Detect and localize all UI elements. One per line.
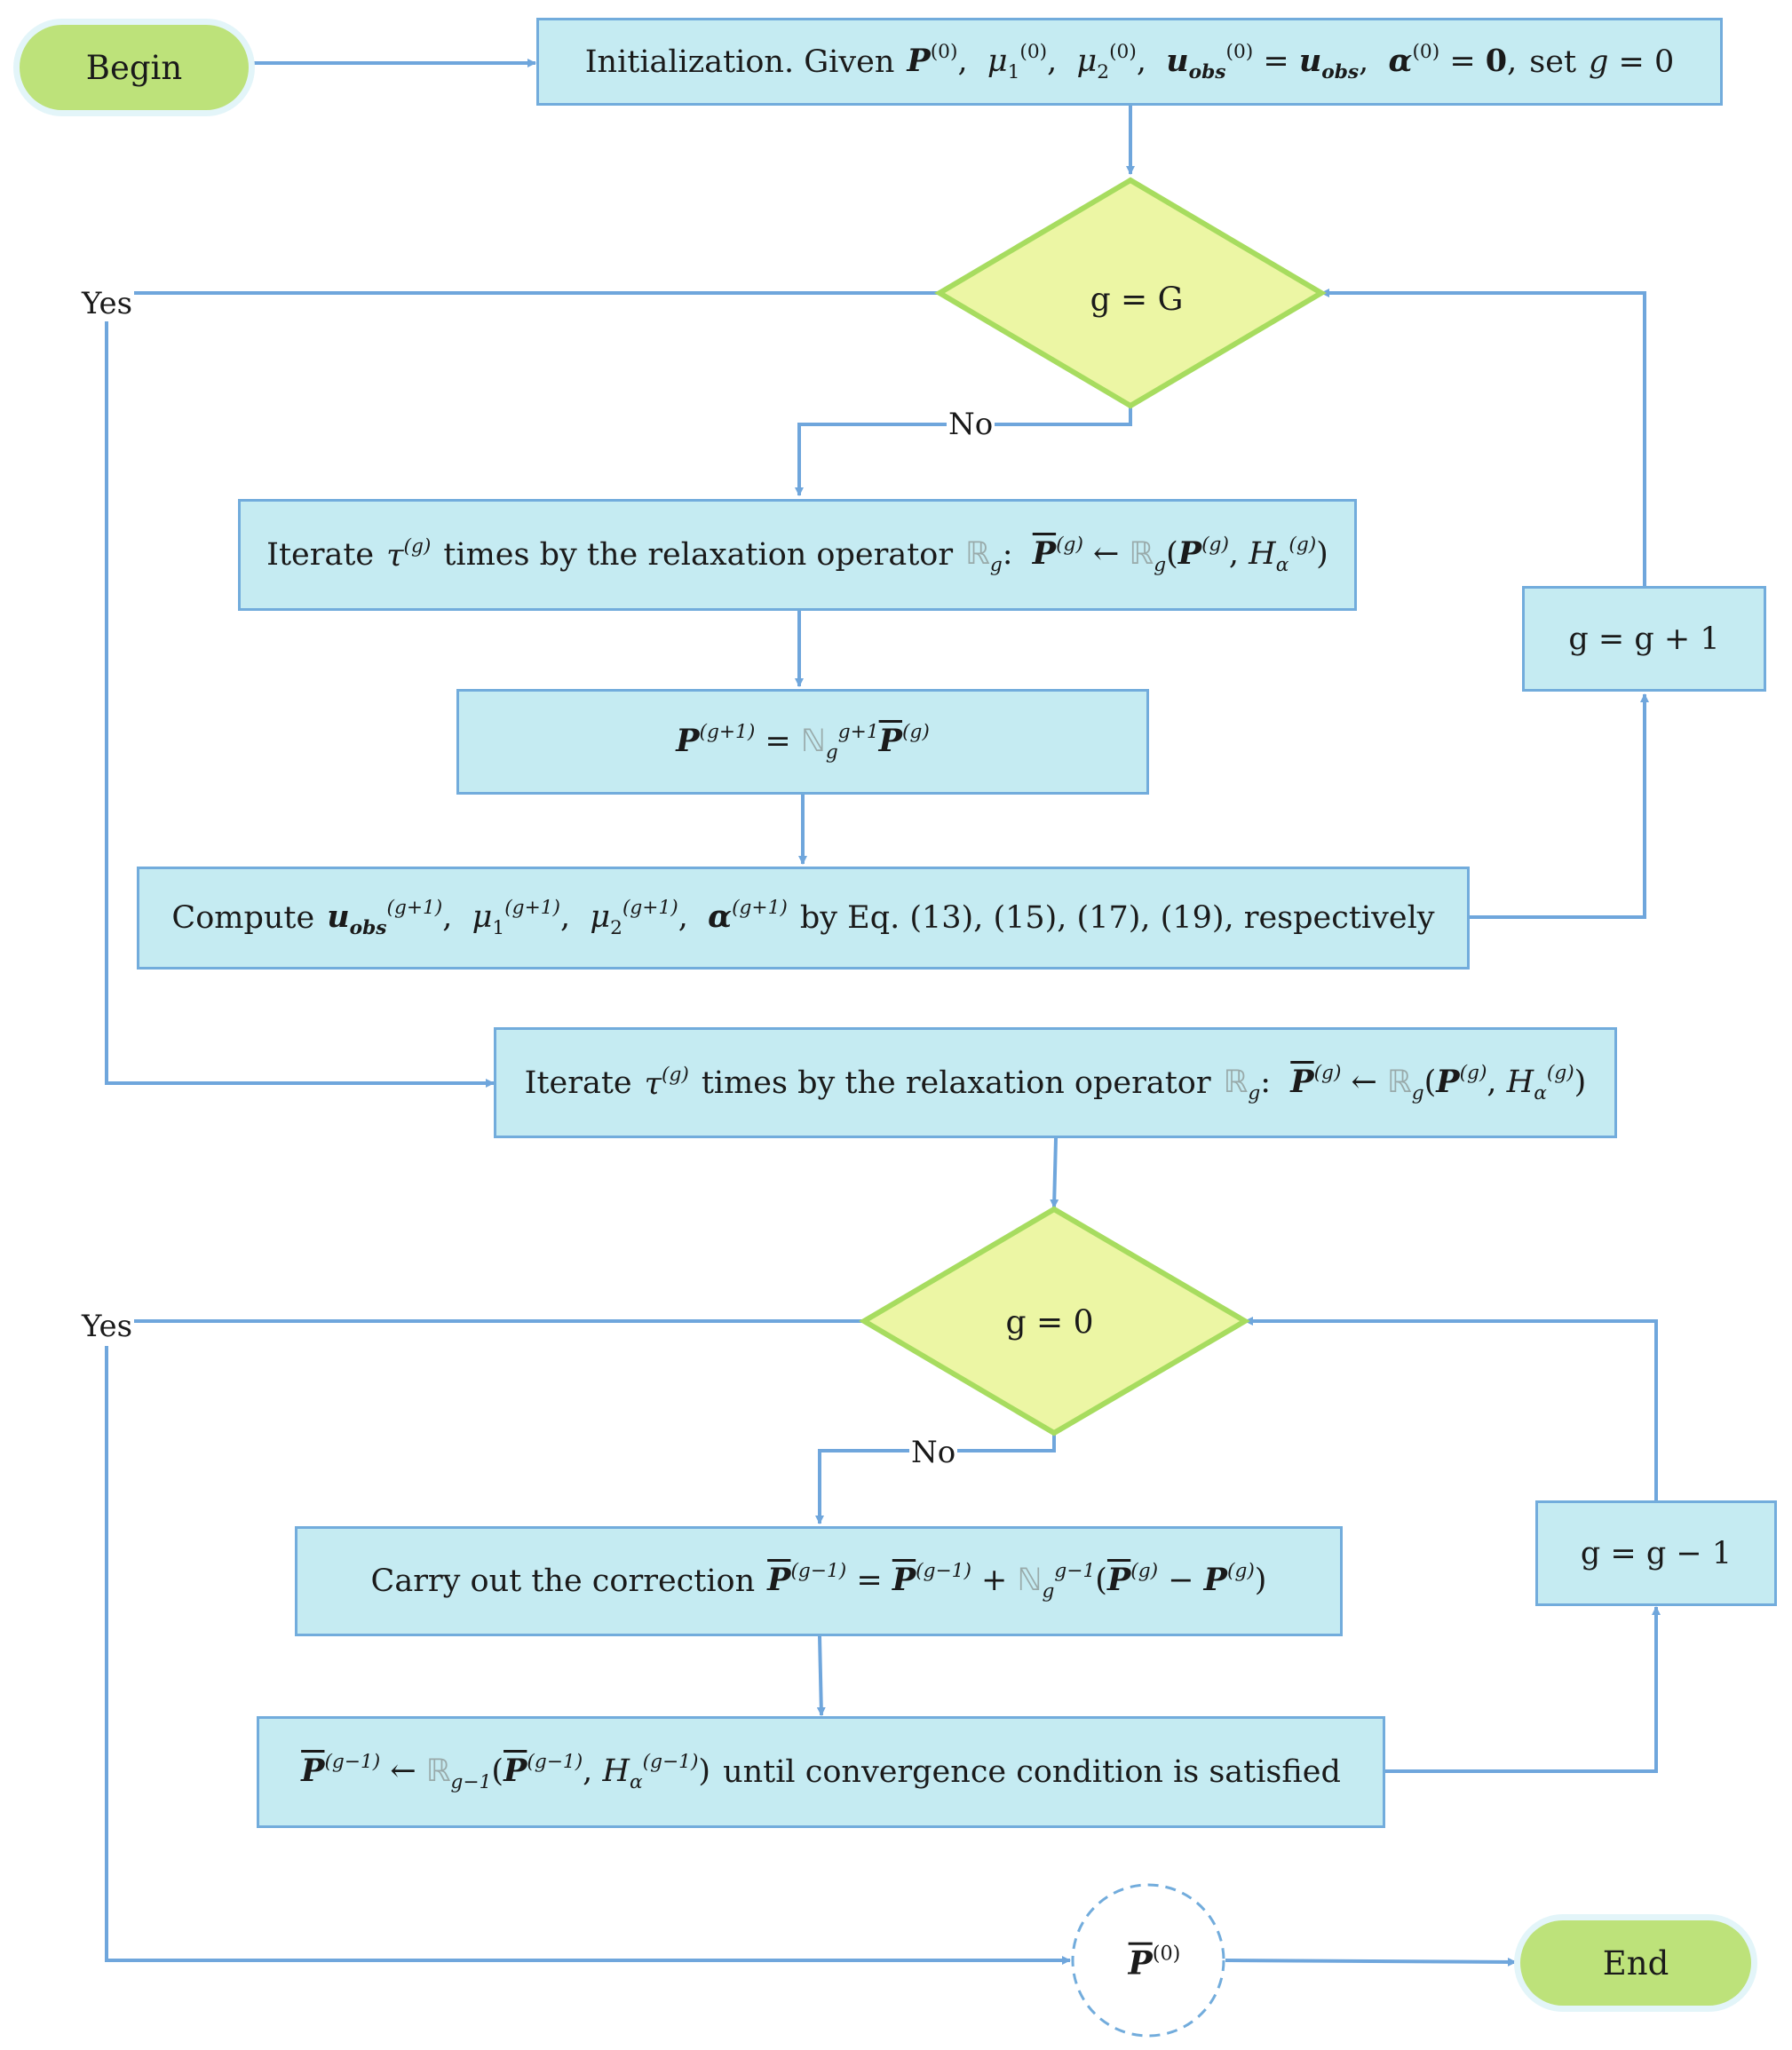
initialization-box: Initialization. Given P(0), μ1(0), μ2(0)… (536, 18, 1723, 106)
compute-suffix: by Eq. (13), (15), (17), (19), respectiv… (799, 900, 1435, 936)
arrow-result-end (1225, 1957, 1517, 1967)
arrow-yes-result (105, 1319, 1070, 1960)
initialization-text: Initialization. Given (584, 44, 895, 80)
relaxation-mid: times by the relaxation operator (443, 537, 954, 573)
compute-box: Compute uobs(g+1), μ1(g+1), μ2(g+1), α(g… (137, 867, 1470, 970)
arrow-compute-increment (1470, 693, 1649, 919)
increment-label: g = g + 1 (1568, 621, 1720, 657)
arrow-yes-coarse-relax (105, 291, 940, 1083)
yes-label-bottom: Yes (80, 1309, 135, 1344)
no-label-top: No (947, 407, 995, 442)
decrement-box: g = g − 1 (1535, 1500, 1777, 1606)
convergence-formula: P(g−1) ← ℝg−1(P(g−1), Hα(g−1)) (301, 1751, 711, 1793)
yes-label-top: Yes (80, 286, 135, 321)
decision-top-shape (934, 177, 1327, 409)
decision-bottom-label: g = 0 (1005, 1304, 1094, 1342)
convergence-suffix: until convergence condition is satisfied (723, 1754, 1341, 1790)
no-label-bottom: No (909, 1435, 958, 1470)
begin-label: Begin (85, 48, 183, 87)
arrow-decrement-decision (1244, 1317, 1658, 1500)
relaxation-formula-coarse: ℝg: P(g) ← ℝg(P(g), Hα(g)) (1223, 1061, 1587, 1104)
initialization-formula: P(0), μ1(0), μ2(0), uobs(0) = uobs, α(0)… (907, 40, 1518, 83)
arrow-increment-decision (1320, 289, 1646, 586)
compute-formula: uobs(g+1), μ1(g+1), μ2(g+1), α(g+1) (327, 897, 788, 939)
end-terminal: End (1520, 1920, 1751, 2006)
relaxation-prefix-coarse: Iterate (524, 1065, 632, 1101)
correction-prefix: Carry out the correction (370, 1563, 756, 1599)
correction-formula: P(g−1) = P(g−1) + ℕgg−1(P(g) − P(g)) (767, 1560, 1267, 1603)
relaxation-box-fine: Iterate τ(g) times by the relaxation ope… (238, 499, 1357, 611)
relaxation-formula: ℝg: P(g) ← ℝg(P(g), Hα(g)) (965, 534, 1328, 576)
result-circle (1071, 1883, 1225, 2038)
decision-top-label: g = G (1090, 281, 1184, 319)
decrement-label: g = g − 1 (1580, 1535, 1733, 1571)
relaxation-box-coarse: Iterate τ(g) times by the relaxation ope… (494, 1027, 1617, 1138)
relaxation-mid-coarse: times by the relaxation operator (701, 1065, 1211, 1101)
increment-box: g = g + 1 (1522, 586, 1766, 692)
tau-symbol-coarse: τ(g) (644, 1063, 689, 1103)
begin-terminal: Begin (20, 25, 249, 110)
restriction-box: P(g+1) = ℕgg+1P(g) (456, 689, 1149, 795)
result-label: P(0) (1128, 1942, 1181, 1983)
initialization-g: g = 0 (1589, 44, 1675, 80)
end-label: End (1602, 1943, 1669, 1983)
arrow-converge-decrement (1385, 1606, 1661, 1773)
convergence-box: P(g−1) ← ℝg−1(P(g−1), Hα(g−1)) until con… (257, 1716, 1385, 1828)
restriction-formula: P(g+1) = ℕgg+1P(g) (676, 720, 930, 764)
correction-box: Carry out the correction P(g−1) = P(g−1)… (295, 1526, 1343, 1636)
tau-symbol: τ(g) (386, 535, 432, 574)
decision-bottom-shape (859, 1206, 1250, 1437)
initialization-set: set (1529, 44, 1577, 80)
arrow-correction-converge (816, 1635, 826, 1716)
arrow-coarse-decision (1050, 1137, 1059, 1208)
compute-prefix: Compute (171, 900, 315, 936)
relaxation-prefix: Iterate (266, 537, 375, 573)
